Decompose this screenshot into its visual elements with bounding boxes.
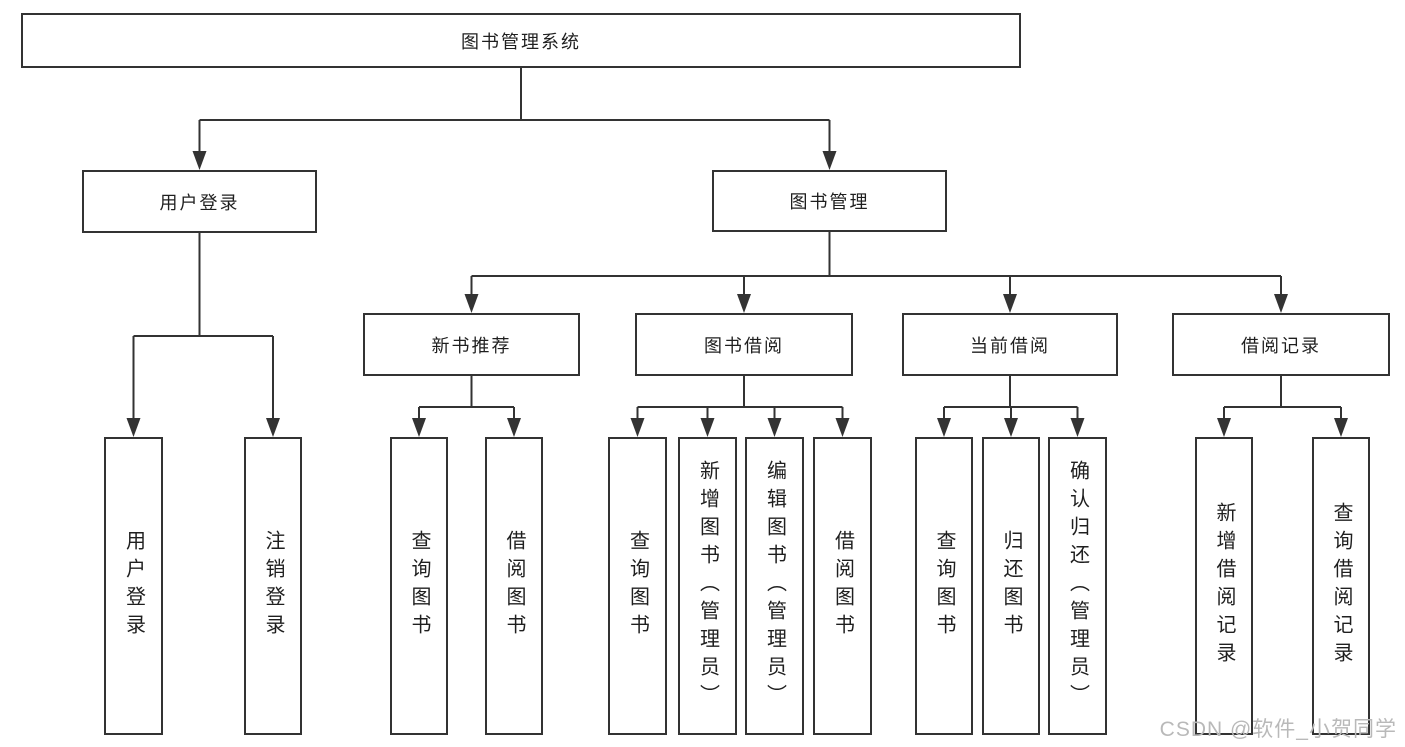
leaf-add-borrow-record: 新增借阅记录 xyxy=(1195,437,1253,735)
leaf-query-books-current: 查询图书 xyxy=(915,437,973,735)
leaf-borrow-books-recommend: 借阅图书 xyxy=(485,437,543,735)
arrowheads xyxy=(126,151,1348,437)
leaf-query-books-borrow: 查询图书 xyxy=(608,437,667,735)
leaf-add-book-admin: 新增图书（管理员） xyxy=(678,437,737,735)
node-library-system: 图书管理系统 xyxy=(21,13,1021,68)
node-current-borrow: 当前借阅 xyxy=(902,313,1118,376)
leaf-edit-book-admin: 编辑图书（管理员） xyxy=(745,437,804,735)
leaf-confirm-return-admin: 确认归还（管理员） xyxy=(1048,437,1107,735)
leaf-borrow-books: 借阅图书 xyxy=(813,437,872,735)
node-book-borrow: 图书借阅 xyxy=(635,313,853,376)
node-user-login-branch: 用户登录 xyxy=(82,170,317,233)
leaf-return-books: 归还图书 xyxy=(982,437,1040,735)
leaf-query-books-recommend: 查询图书 xyxy=(390,437,448,735)
leaf-query-borrow-record: 查询借阅记录 xyxy=(1312,437,1370,735)
node-book-management: 图书管理 xyxy=(712,170,947,232)
node-new-book-recommend: 新书推荐 xyxy=(363,313,580,376)
leaf-logout: 注销登录 xyxy=(244,437,302,735)
watermark: CSDN @软件_小贺同学 xyxy=(1159,718,1397,741)
leaf-user-login: 用户登录 xyxy=(104,437,163,735)
node-borrow-records: 借阅记录 xyxy=(1172,313,1390,376)
